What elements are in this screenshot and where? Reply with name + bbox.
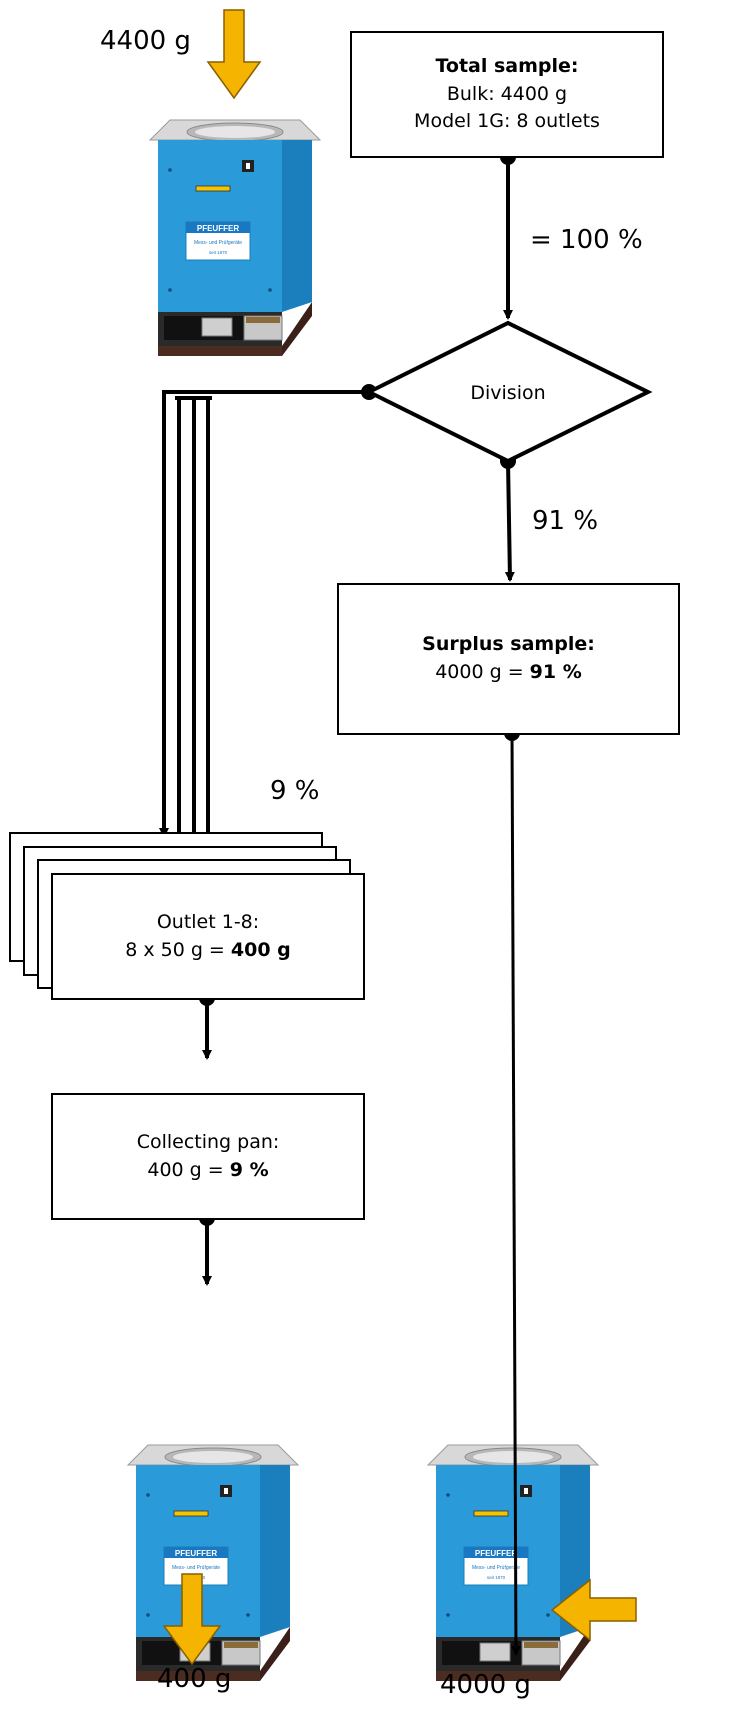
collecting-pan-line: 400 g = 9 %: [147, 1157, 268, 1185]
outlet-title: Outlet 1-8:: [156, 910, 260, 933]
connector-total-to-division: [500, 149, 516, 320]
pct-surplus-flow-label: 91 %: [532, 506, 599, 536]
total-sample-title: Total sample:: [435, 55, 579, 78]
surplus-pct: 91 %: [529, 661, 582, 683]
collecting-pan-title: Collecting pan:: [136, 1130, 280, 1153]
total-sample-model: Model 1G: 8 outlets: [414, 110, 600, 133]
machine-brand-text: PFEUFFER: [475, 1549, 517, 1558]
machine-tag-text: seit 1870: [209, 250, 228, 255]
total-sample-bulk: Bulk: 4400 g: [446, 82, 568, 105]
machine-brand-text: PFEUFFER: [197, 224, 239, 233]
output-arrow-left: [162, 1573, 222, 1666]
sample-divider-machine-left: PFEUFFER Mess- und Prüfgeräte seit 1870: [127, 1444, 299, 1682]
surplus-sample-box: Surplus sample: 4000 g = 91 %: [337, 583, 680, 735]
output-left-label: 400 g: [157, 1664, 232, 1694]
connector-collect-to-output: [199, 1210, 215, 1286]
surplus-prefix: 4000 g =: [435, 661, 530, 683]
outlet-line: 8 x 50 g = 400 g: [125, 937, 291, 965]
total-sample-box: Total sample: Bulk: 4400 g Model 1G: 8 o…: [350, 31, 664, 158]
machine-tag-text: seit 1870: [487, 1575, 506, 1580]
sample-divider-machine-right: PFEUFFER Mess- und Prüfgeräte seit 1870: [427, 1444, 599, 1682]
input-arrow: [206, 9, 262, 100]
division-node: Division: [364, 320, 653, 464]
surplus-sample-title: Surplus sample:: [422, 633, 595, 656]
collect-prefix: 400 g =: [147, 1158, 230, 1181]
connector-division-to-surplus: [500, 453, 516, 582]
collecting-pan-box: Collecting pan: 400 g = 9 %: [51, 1093, 365, 1220]
sample-divider-machine-top: PFEUFFER Mess- und Prüfgeräte seit 1870: [149, 119, 321, 357]
output-arrow-right: [550, 1578, 637, 1642]
outlet-prefix: 8 x 50 g =: [125, 938, 231, 961]
machine-sub-text: Mess- und Prüfgeräte: [172, 1565, 220, 1571]
output-right-label: 4000 g: [440, 1670, 531, 1700]
outlet-weight: 400 g: [230, 938, 291, 961]
pct-outlet-flow-label: 9 %: [270, 776, 320, 806]
connector-division-to-outlets: [159, 384, 377, 880]
pct-total-label: = 100 %: [530, 225, 643, 255]
machine-sub-text: Mess- und Prüfgeräte: [194, 240, 242, 246]
outlet-box: Outlet 1-8: 8 x 50 g = 400 g: [51, 873, 365, 1000]
input-weight-label: 4400 g: [100, 26, 191, 56]
division-label: Division: [470, 382, 545, 404]
machine-sub-text: Mess- und Prüfgeräte: [472, 1565, 520, 1571]
connector-outlet-to-collect: [199, 990, 215, 1060]
collect-pct: 9 %: [229, 1158, 269, 1181]
machine-brand-text: PFEUFFER: [175, 1549, 217, 1558]
surplus-sample-line: 4000 g = 91 %: [435, 659, 582, 687]
